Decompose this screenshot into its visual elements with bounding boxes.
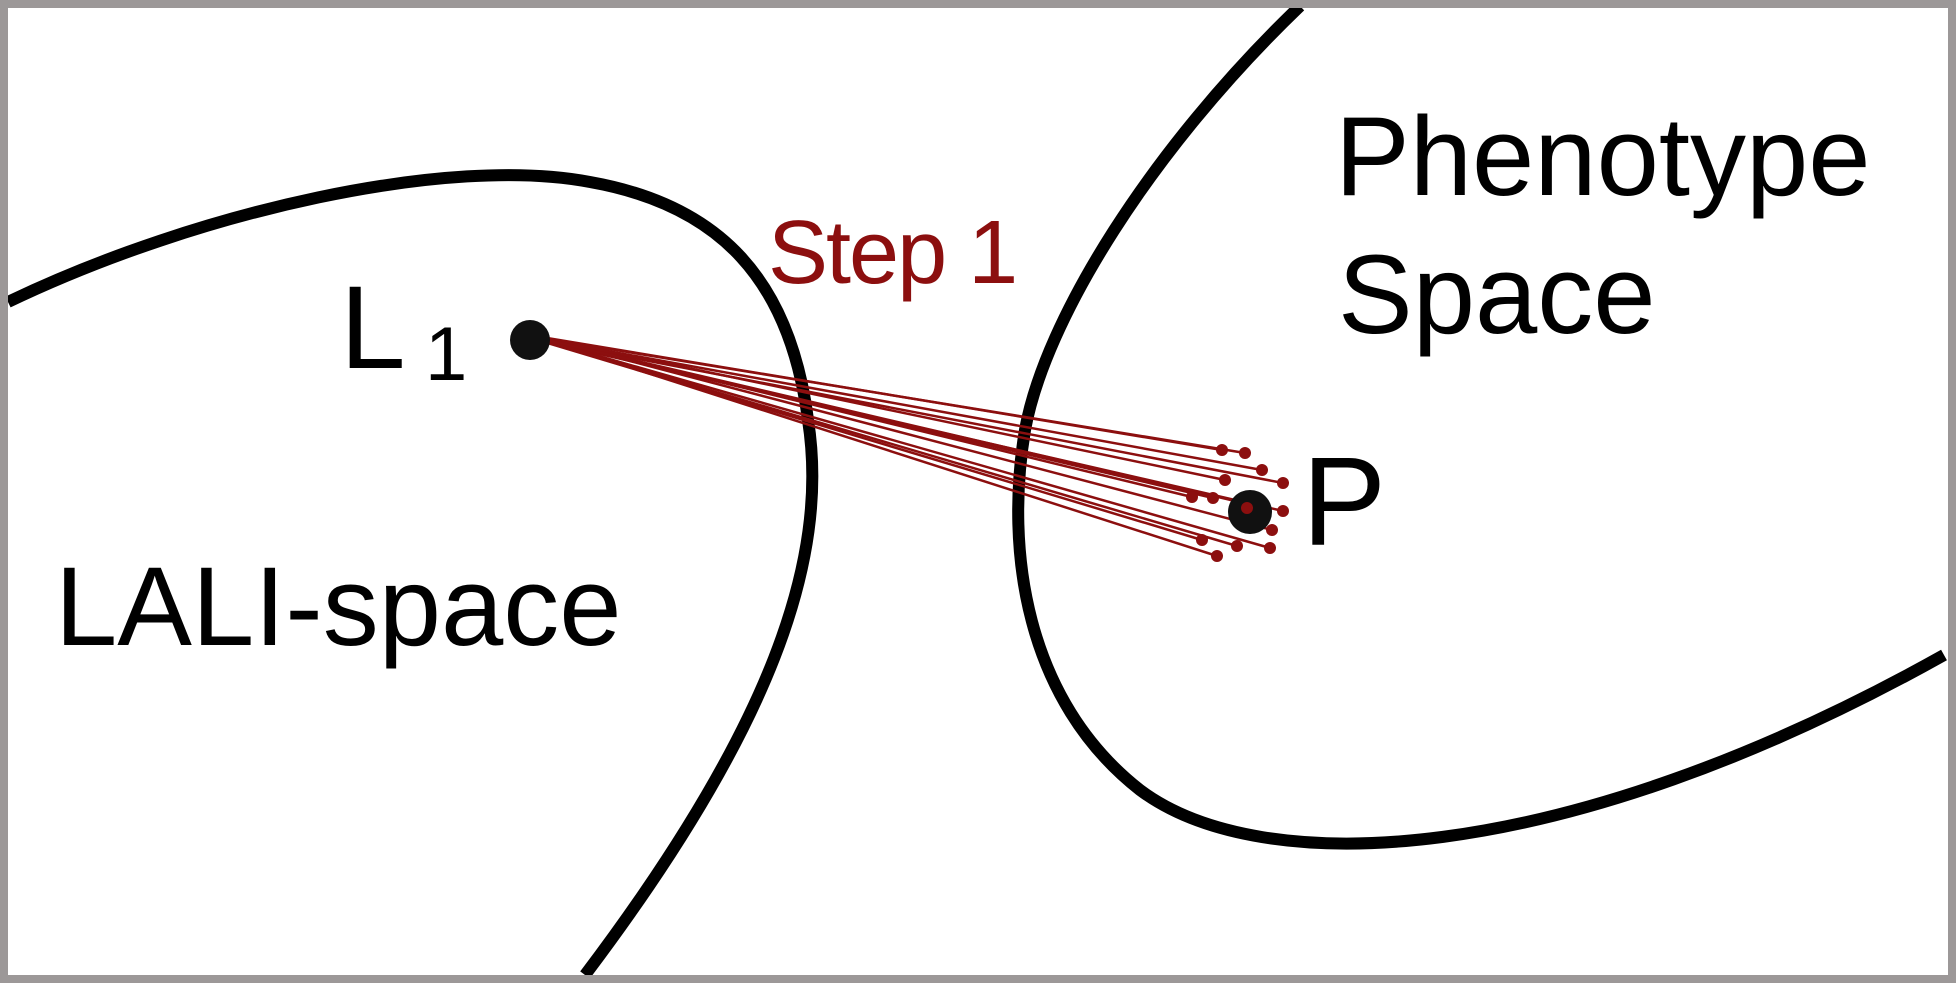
mapped-point (1266, 524, 1278, 536)
mapping-line (529, 334, 1246, 455)
mapping-line (529, 334, 1266, 510)
mapped-point (1256, 464, 1268, 476)
mapped-point (1196, 534, 1208, 546)
phenotype-space-label-line2: Space (1338, 232, 1656, 357)
mapped-point (1216, 444, 1228, 456)
mapped-point (1211, 550, 1223, 562)
mapped-point (1186, 491, 1198, 503)
point-l-subscript: 1 (425, 312, 467, 397)
mapping-line (530, 333, 1273, 532)
mapping-line (529, 333, 1226, 482)
mapping-line (528, 336, 1284, 485)
mapped-dots (1186, 444, 1289, 562)
mapped-point (1277, 477, 1289, 489)
mapping-line (529, 335, 1238, 548)
mapping-line (528, 333, 1218, 558)
step-label: Step 1 (768, 203, 1016, 303)
point-p-label: P (1302, 431, 1386, 572)
mapped-point (1277, 505, 1289, 517)
lali-space-boundary (8, 169, 819, 975)
phenotype-space-label-line1: Phenotype (1335, 94, 1871, 219)
mapped-point (1239, 447, 1251, 459)
mapped-point (1264, 542, 1276, 554)
phenotype-space-boundary (1012, 8, 1947, 850)
point-l1-marker (510, 320, 550, 360)
lali-space-label: LALI-space (55, 544, 622, 669)
point-p-center (1241, 502, 1253, 514)
point-l-label: L (340, 262, 406, 394)
mapping-line (530, 335, 1263, 472)
mapping-lines (528, 333, 1284, 558)
mapped-point (1219, 474, 1231, 486)
mapped-point (1231, 540, 1243, 552)
mapped-point (1207, 492, 1219, 504)
mapping-line (528, 334, 1271, 550)
